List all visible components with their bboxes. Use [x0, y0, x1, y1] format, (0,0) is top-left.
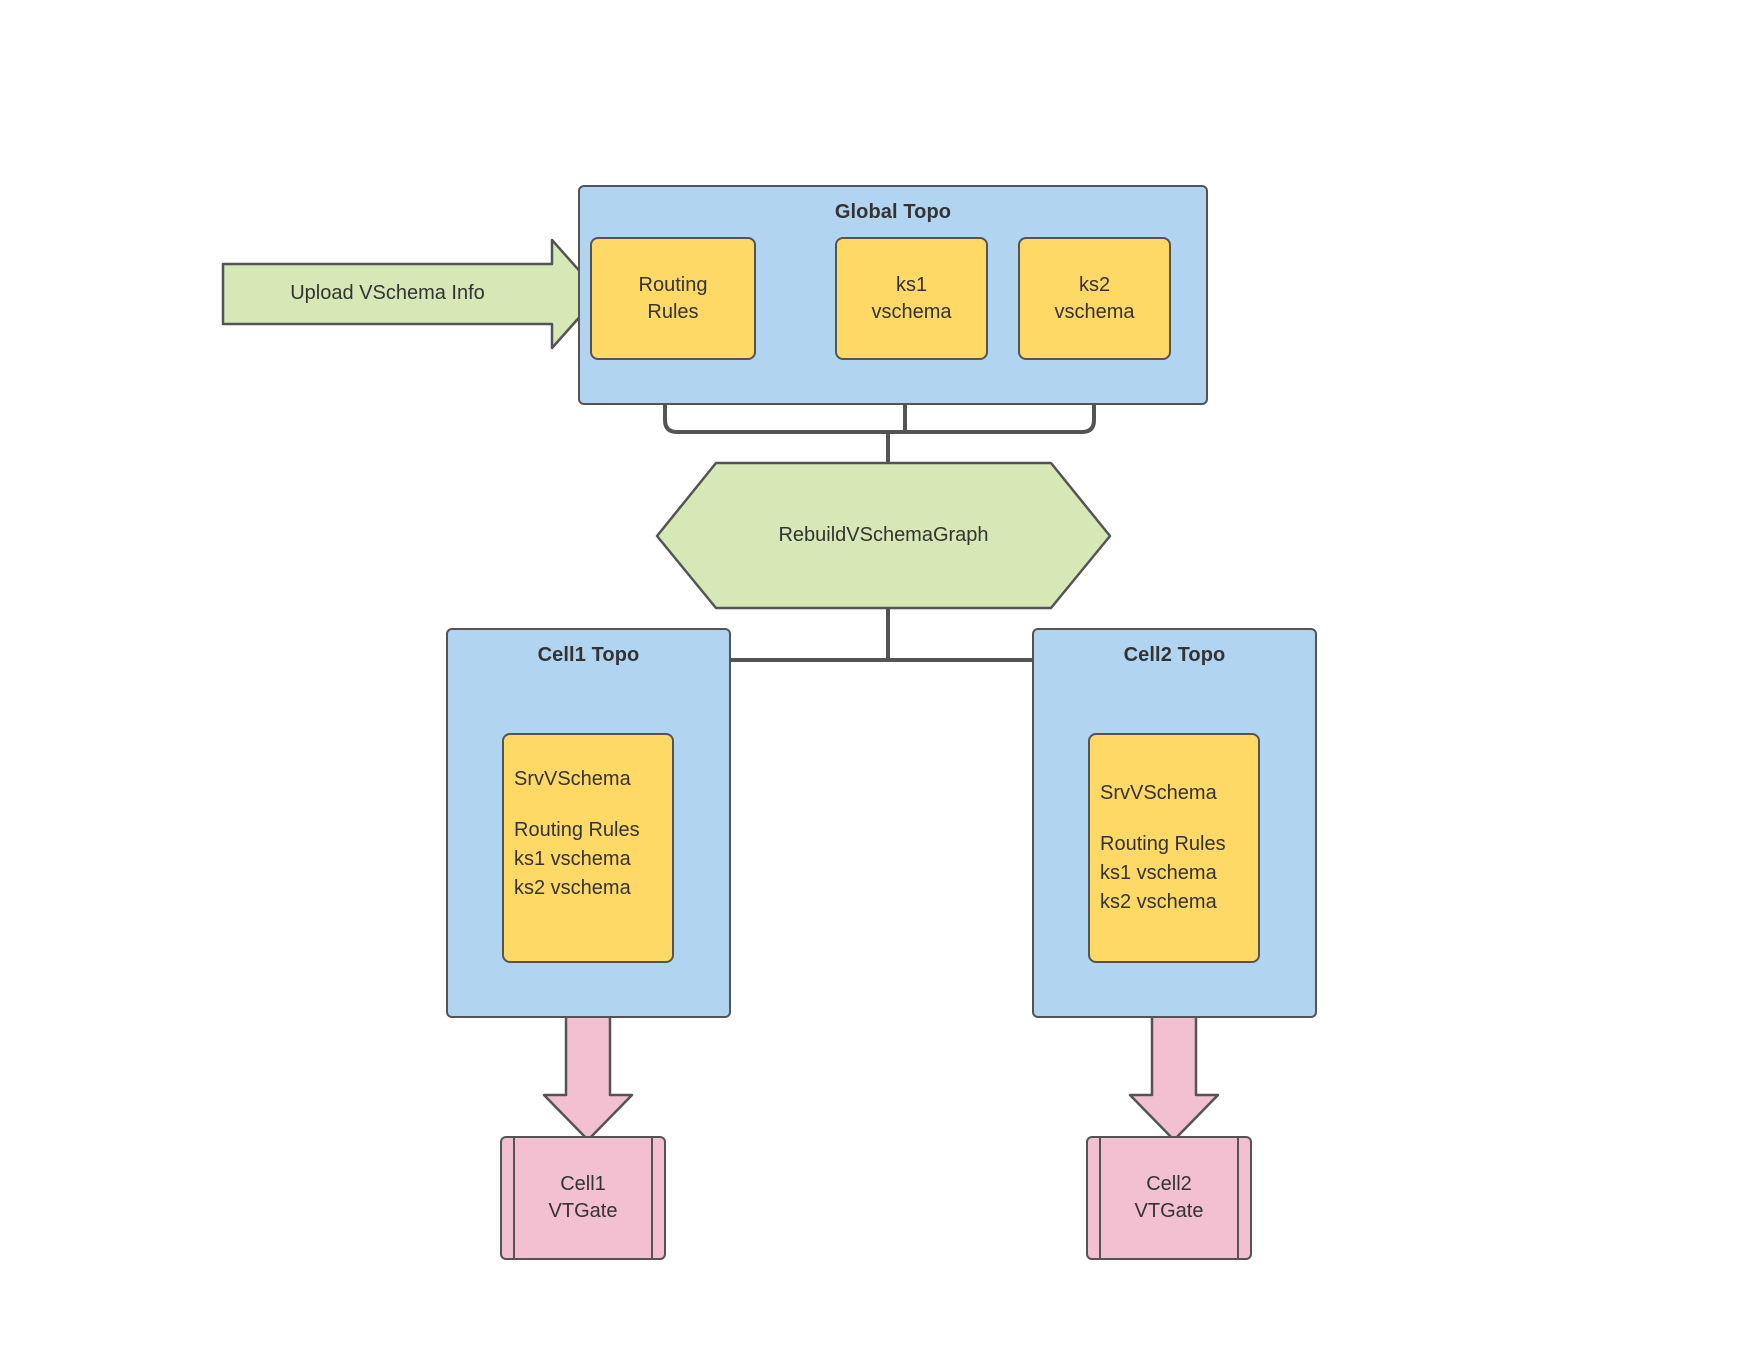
cell2-vtgate-line2: VTGate [1134, 1200, 1204, 1222]
cell1-vtgate-right-bar [651, 1138, 653, 1258]
cell2-vtgate-line1: Cell2 [1146, 1173, 1192, 1195]
cell2-srvvschema-heading: SrvVSchema [1100, 782, 1217, 804]
cell2-vtgate-right-bar [1237, 1138, 1239, 1258]
cell2-srvvschema-node[interactable]: SrvVSchema Routing Rules ks1 vschema ks2… [1088, 733, 1260, 963]
cell2-vtgate-left-bar [1099, 1138, 1101, 1258]
cell1-srvvschema-node[interactable]: SrvVSchema Routing Rules ks1 vschema ks2… [502, 733, 674, 963]
cell2-srvvschema-spacer [1100, 808, 1258, 830]
global-ks1-vschema-node[interactable]: ks1 vschema [835, 237, 988, 360]
cell2-srvvschema-line-2: ks2 vschema [1100, 891, 1217, 913]
cell1-topo-title: Cell1 Topo [537, 644, 640, 666]
global-routing-rules-node[interactable]: Routing Rules [590, 237, 756, 360]
cell1-vtgate-node[interactable]: Cell1 VTGate [500, 1136, 666, 1260]
cell1-vtgate-line2: VTGate [548, 1200, 618, 1222]
global-ks2-line2: vschema [1054, 300, 1135, 323]
cell1-srvvschema-line-0: Routing Rules [514, 819, 640, 841]
global-routing-rules-line2: Rules [647, 300, 699, 323]
global-ks2-line1: ks2 [1078, 273, 1111, 296]
cell1-srvvschema-line-2: ks2 vschema [514, 877, 631, 899]
cell1-srvvschema-spacer [514, 794, 672, 816]
global-ks1-line1: ks1 [895, 273, 928, 296]
cell1-srvvschema-heading: SrvVSchema [514, 768, 631, 790]
cell2-topo-title: Cell2 Topo [1123, 644, 1226, 666]
global-topo-title: Global Topo [834, 201, 952, 223]
cell1-srvvschema-line-1: ks1 vschema [514, 848, 631, 870]
upload-vschema-label: Upload VSchema Info [290, 282, 485, 304]
rebuild-vschema-graph-label: RebuildVSchemaGraph [778, 524, 989, 546]
cell2-srvvschema-line-0: Routing Rules [1100, 833, 1226, 855]
global-ks2-vschema-node[interactable]: ks2 vschema [1018, 237, 1171, 360]
global-routing-rules-line1: Routing [638, 273, 708, 296]
global-ks1-line2: vschema [871, 300, 952, 323]
cell2-vtgate-node[interactable]: Cell2 VTGate [1086, 1136, 1252, 1260]
cell1-vtgate-line1: Cell1 [560, 1173, 606, 1195]
cell2-srvvschema-line-1: ks1 vschema [1100, 862, 1217, 884]
cell1-vtgate-left-bar [513, 1138, 515, 1258]
